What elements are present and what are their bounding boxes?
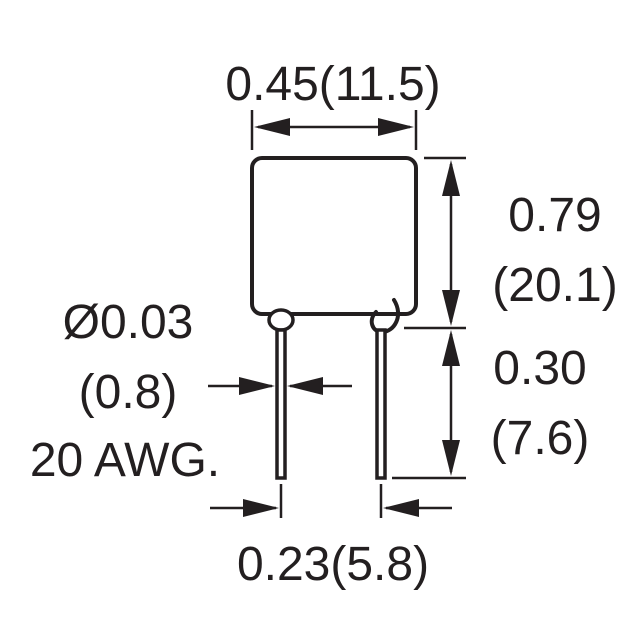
- body-height-label-mm: (20.1): [492, 259, 617, 312]
- body-height-arrow-top: [442, 160, 460, 196]
- width-arrow-left: [254, 118, 290, 136]
- body-height-arrow-bottom: [442, 290, 460, 326]
- lead-diameter-label-mm: (0.8): [79, 366, 178, 419]
- spacing-arrow-left: [243, 499, 279, 517]
- left-lead-bulb: [267, 308, 295, 332]
- lead-length-arrow-bottom: [442, 440, 460, 476]
- component-body: [250, 156, 418, 316]
- lead-diameter-arrow-left: [239, 377, 275, 395]
- lead-gauge-label: 20 AWG.: [30, 434, 220, 487]
- lead-length-label-mm: (7.6): [491, 412, 590, 465]
- lead-diameter-arrow-right: [287, 377, 323, 395]
- right-lead: [375, 328, 387, 480]
- lead-diameter-label-in: Ø0.03: [63, 296, 194, 349]
- lead-length-label-in: 0.30: [493, 342, 586, 395]
- body-height-label-in: 0.79: [508, 189, 601, 242]
- lead-length-arrow-top: [442, 330, 460, 366]
- lead-spacing-label: 0.23(5.8): [237, 538, 429, 591]
- width-arrow-right: [378, 118, 414, 136]
- width-label: 0.45(11.5): [225, 58, 440, 111]
- spacing-arrow-right: [383, 499, 419, 517]
- left-lead: [275, 328, 287, 480]
